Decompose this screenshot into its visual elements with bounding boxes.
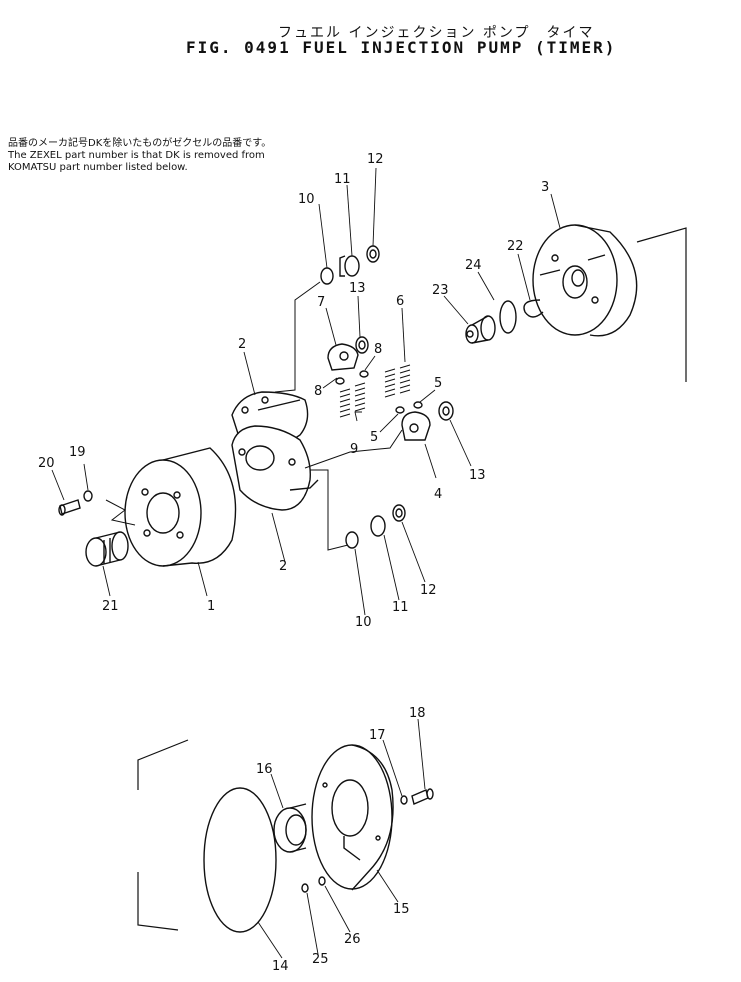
callout-17: 17 xyxy=(369,728,386,743)
part-3-housing xyxy=(532,224,687,382)
part-13-bushing-upper xyxy=(355,336,369,354)
callout-20: 20 xyxy=(38,456,55,471)
callout-6: 6 xyxy=(396,294,404,309)
part-24-o-ring xyxy=(499,300,517,334)
callout-15: 15 xyxy=(393,902,410,917)
part-19-washer xyxy=(83,490,93,502)
callout-14: 14 xyxy=(272,959,289,974)
part-10-11-12-upper xyxy=(320,245,380,285)
callout-10: 10 xyxy=(298,192,315,207)
callout-labels: 1 2 2 3 4 5 5 6 7 8 8 9 10 10 11 11 12 1… xyxy=(38,152,549,974)
note-line-1: The ZEXEL part number is that DK is remo… xyxy=(8,150,265,161)
assembly-guide-lines xyxy=(274,281,403,551)
callout-leaders xyxy=(51,167,561,959)
part-10-11-12-lower xyxy=(345,504,406,549)
callout-16: 16 xyxy=(256,762,273,777)
callout-23: 23 xyxy=(432,283,449,298)
callout-3: 3 xyxy=(541,180,549,195)
part-5-shims xyxy=(395,401,423,414)
callout-18: 18 xyxy=(409,706,426,721)
callout-24: 24 xyxy=(465,258,482,273)
part-17-washer xyxy=(400,795,408,805)
callout-8: 8 xyxy=(374,342,382,357)
part-4-cam xyxy=(401,411,431,441)
callout-5: 5 xyxy=(370,430,378,445)
callout-19: 19 xyxy=(69,445,86,460)
callout-11: 11 xyxy=(392,600,409,615)
callout-10: 10 xyxy=(355,615,372,630)
part-number-note: 品番のメーカ記号DKを除いたものがゼクセルの品番です。 The ZEXEL pa… xyxy=(8,138,271,174)
callout-5: 5 xyxy=(434,376,442,391)
part-23-piston xyxy=(465,315,496,344)
callout-9: 9 xyxy=(350,442,358,457)
callout-26: 26 xyxy=(344,932,361,947)
callout-2: 2 xyxy=(279,559,287,574)
bottom-bracket-lines xyxy=(137,739,189,931)
part-25-26-o-rings xyxy=(301,876,326,893)
callout-8: 8 xyxy=(314,384,322,399)
part-14-gasket xyxy=(203,787,277,933)
callout-1: 1 xyxy=(207,599,215,614)
part-7-cam xyxy=(327,343,359,371)
callout-12: 12 xyxy=(367,152,384,167)
part-2-flyweight-lower xyxy=(231,425,319,511)
callout-4: 4 xyxy=(434,487,442,502)
part-22-snap-ring xyxy=(523,299,544,318)
callout-13: 13 xyxy=(469,468,486,483)
callout-11: 11 xyxy=(334,172,351,187)
part-9-springs xyxy=(339,382,366,418)
part-8-shims xyxy=(335,370,369,385)
callout-7: 7 xyxy=(317,295,325,310)
callout-2: 2 xyxy=(238,337,246,352)
note-line-2: KOMATSU part number listed below. xyxy=(8,162,188,173)
part-15-cover xyxy=(311,744,394,891)
part-1-timer-body xyxy=(105,447,237,567)
figure-title: FIG. 0491 FUEL INJECTION PUMP (TIMER) xyxy=(186,38,617,57)
callout-22: 22 xyxy=(507,239,524,254)
part-20-bolt xyxy=(58,499,81,516)
callout-13: 13 xyxy=(349,281,366,296)
callout-12: 12 xyxy=(420,583,437,598)
part-21-plug xyxy=(85,531,129,567)
part-18-bolt xyxy=(411,788,434,805)
note-line-japanese: 品番のメーカ記号DKを除いたものがゼクセルの品番です。 xyxy=(8,138,272,149)
figure-title-japanese: フュエル インジェクション ポンプ タイマ xyxy=(278,25,595,41)
callout-25: 25 xyxy=(312,952,329,967)
part-6-springs xyxy=(384,364,411,398)
callout-21: 21 xyxy=(102,599,119,614)
part-16-bearing xyxy=(273,803,307,853)
part-13-bushing-lower xyxy=(438,401,454,421)
